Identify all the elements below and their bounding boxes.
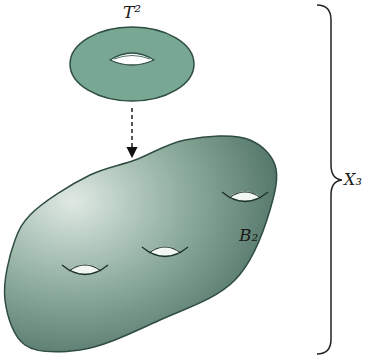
genus-hole	[222, 192, 268, 202]
torus-hole	[110, 53, 154, 65]
genus-hole	[62, 265, 108, 275]
base-surface: B₂	[3, 135, 278, 357]
math-label: T²	[123, 2, 141, 22]
math-label: B₂	[239, 225, 258, 245]
curly-brace	[317, 5, 342, 354]
surface-body	[5, 136, 277, 352]
torus-body	[70, 27, 194, 101]
genus-hole	[142, 247, 188, 257]
projection-arrow	[131, 108, 132, 157]
space-label: X₃	[344, 170, 362, 189]
torus-hole-rim	[114, 56, 150, 60]
torus-fibre: T²	[68, 2, 196, 104]
surface-outline	[3, 135, 278, 357]
